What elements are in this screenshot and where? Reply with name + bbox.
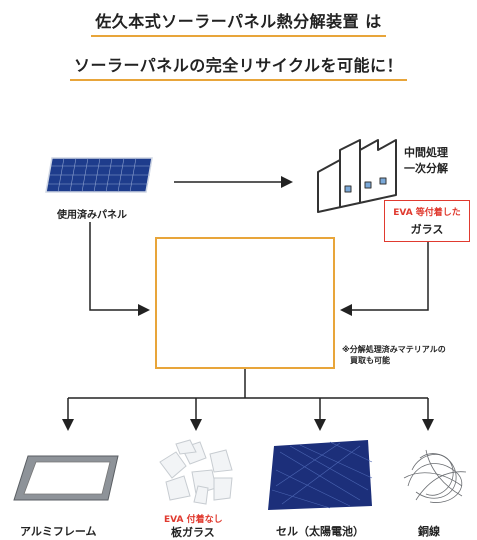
copper-wire-icon bbox=[403, 449, 467, 503]
used-panel-label: 使用済みパネル bbox=[57, 210, 127, 221]
solar-cell-label: セル（太陽電池） bbox=[276, 525, 364, 538]
note: ※分解処理済みマテリアルの 買取も可能 bbox=[342, 344, 446, 366]
eva-glass-box: EVA 等付着した ガラス bbox=[384, 200, 470, 242]
midprocess-line-1: 中間処理 bbox=[404, 146, 448, 159]
note-line-1: ※分解処理済みマテリアルの bbox=[342, 345, 446, 354]
copper-wire-label: 銅線 bbox=[418, 525, 440, 538]
plate-glass-icon bbox=[159, 439, 233, 505]
title-line-1: 佐久本式ソーラーパネル熱分解装置 は bbox=[0, 8, 477, 37]
solar-panel-icon bbox=[45, 157, 153, 193]
plate-glass-label: 板ガラス bbox=[171, 526, 215, 539]
machine-box bbox=[155, 237, 335, 369]
note-line-2: 買取も可能 bbox=[350, 356, 390, 365]
aluminum-frame-label: アルミフレーム bbox=[20, 525, 97, 538]
factory-icon bbox=[317, 139, 397, 213]
solar-cell-icon bbox=[268, 440, 373, 510]
aluminum-frame-icon bbox=[13, 455, 119, 501]
plate-glass-sublabel: EVA 付着なし bbox=[164, 515, 223, 525]
midprocess-line-2: 一次分解 bbox=[404, 162, 448, 175]
eva-glass-top: EVA 等付着した bbox=[393, 208, 461, 218]
eva-glass-bottom: ガラス bbox=[410, 223, 444, 236]
title-line-2: ソーラーパネルの完全リサイクルを可能に！ bbox=[0, 52, 477, 81]
